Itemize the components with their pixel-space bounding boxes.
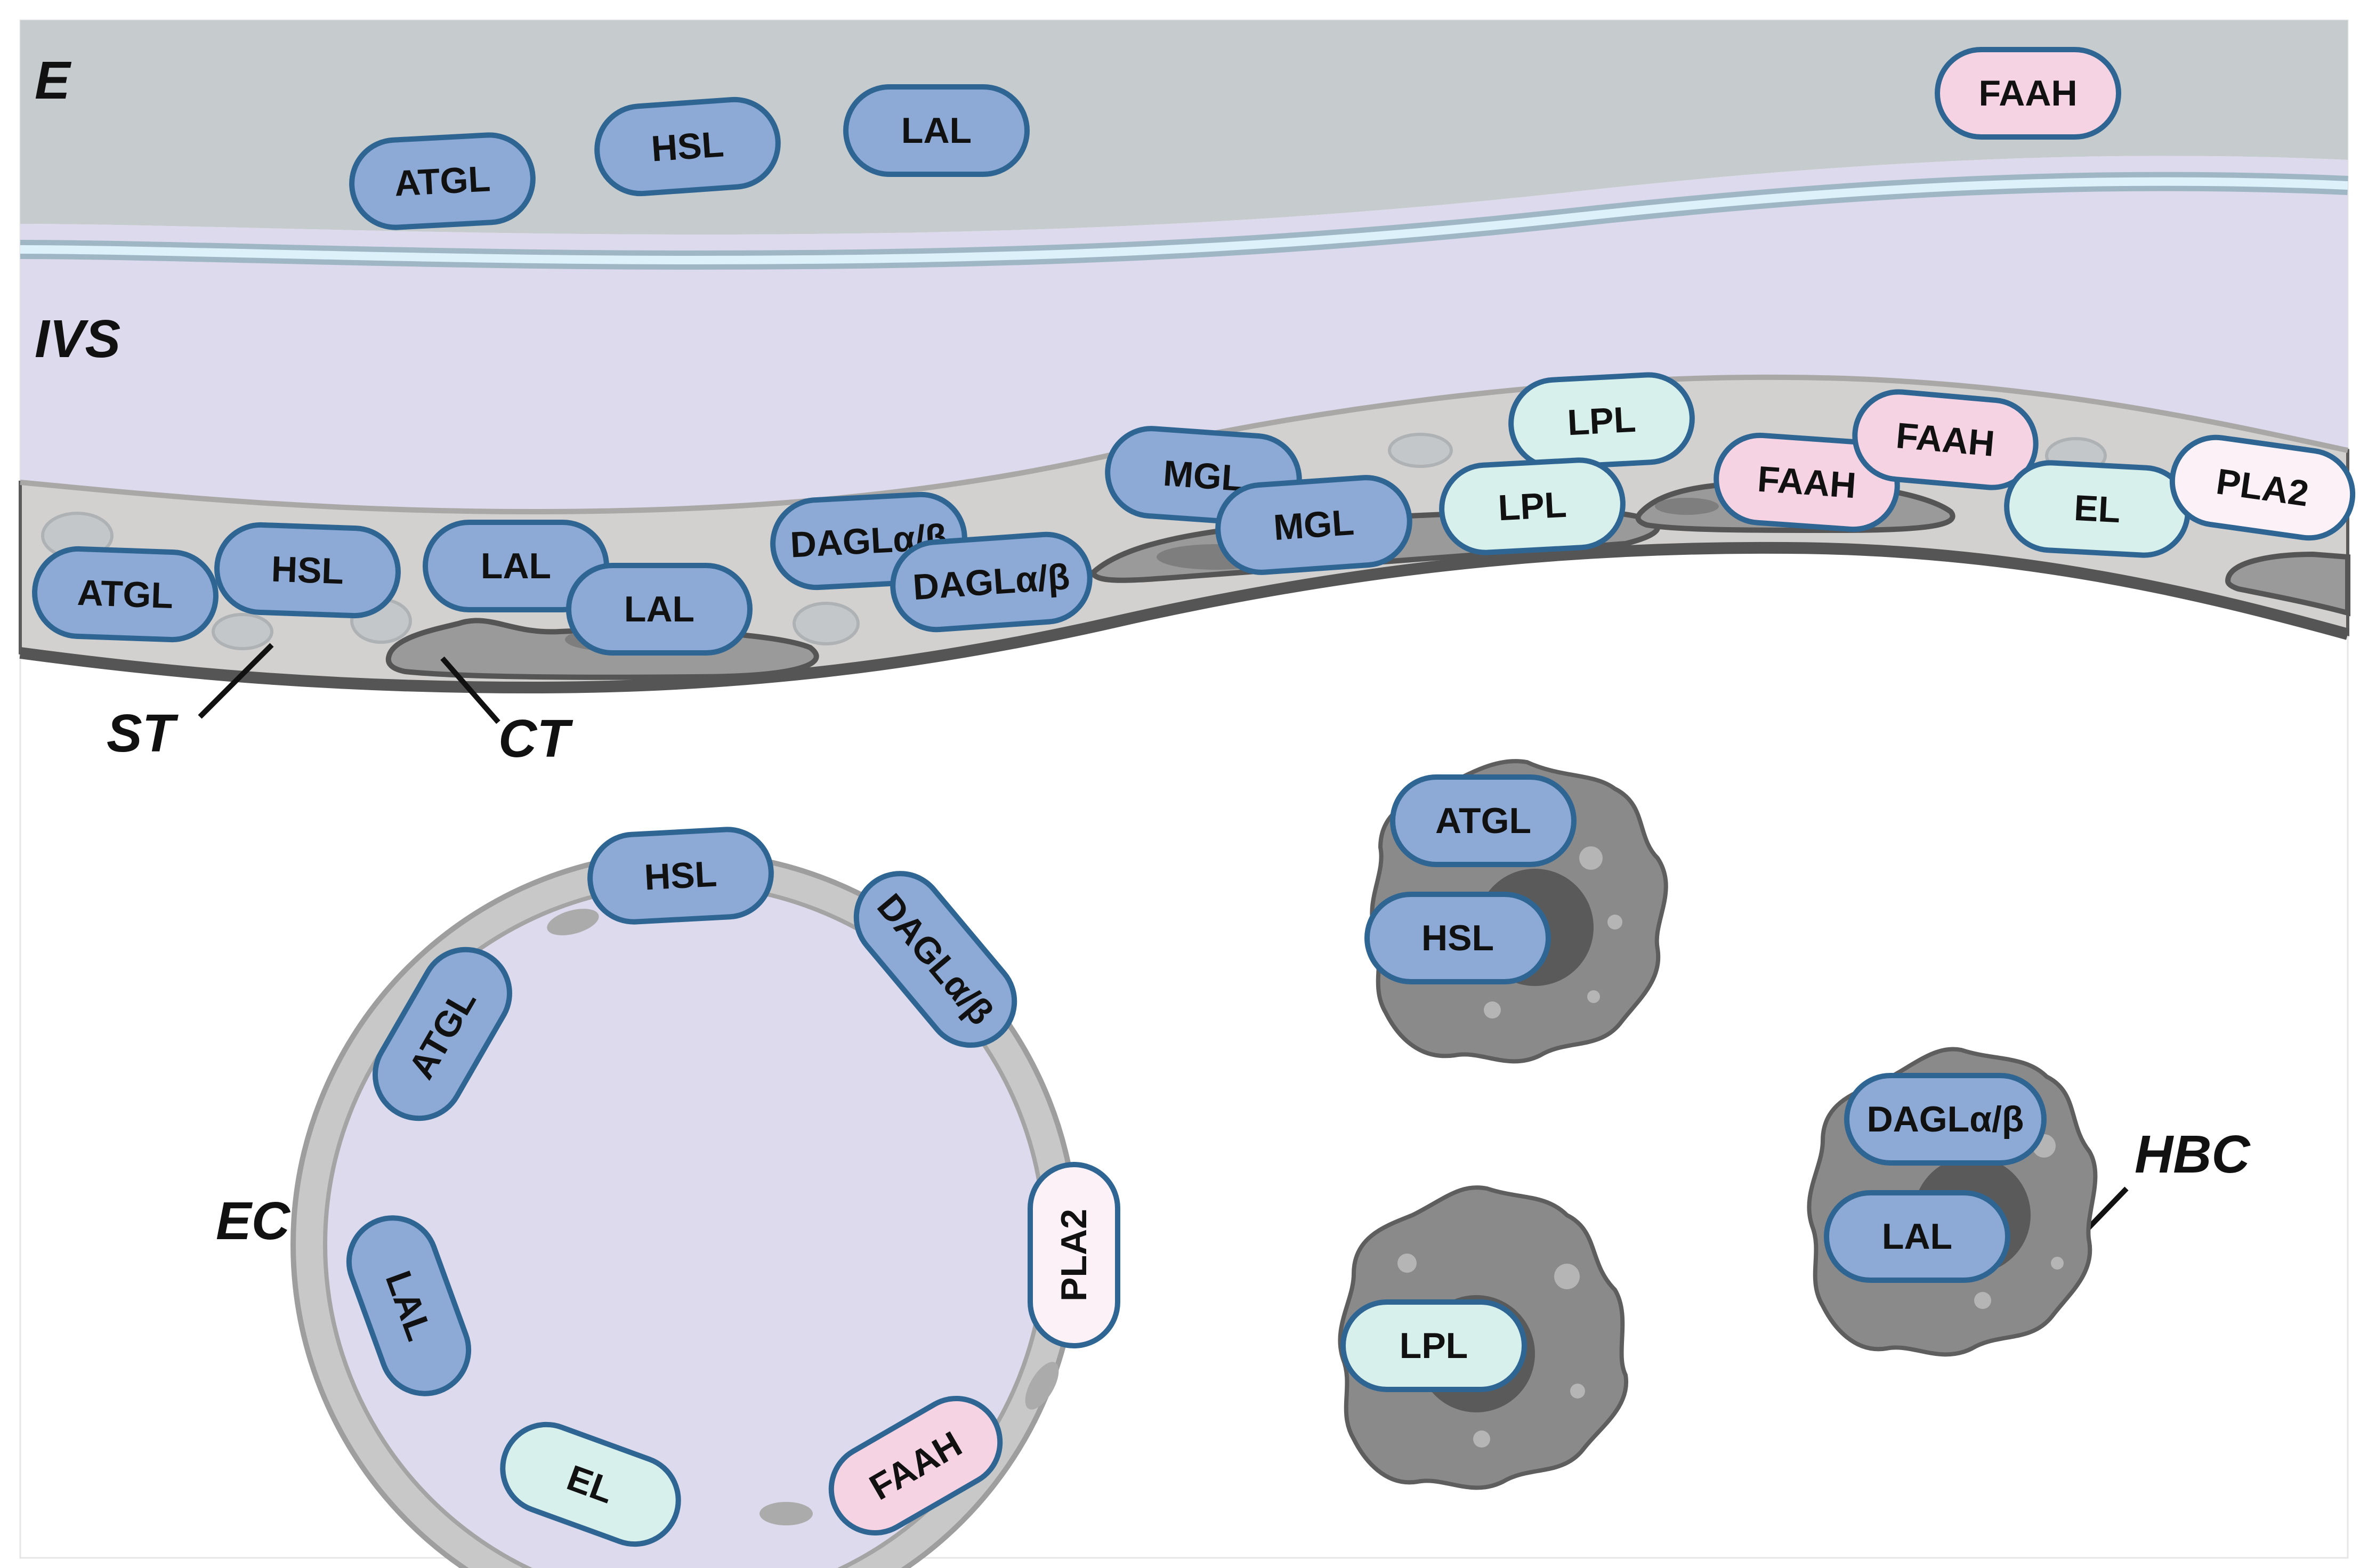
pill-dagl: DAGLα/β	[1844, 1073, 2047, 1166]
pill-lpl: LPL	[1340, 1299, 1527, 1392]
hbc-vacuole	[2051, 1257, 2064, 1270]
svg-text:FAAH: FAAH	[1756, 459, 1857, 506]
hbc-vacuole	[1579, 846, 1603, 870]
svg-text:HSL: HSL	[271, 549, 345, 592]
pill-lal: LAL	[346, 1215, 472, 1396]
basal-edge	[19, 541, 2349, 694]
svg-text:FAAH: FAAH	[1978, 73, 2077, 114]
pill-atgl: ATGL	[32, 546, 219, 643]
label-ct: CT	[498, 709, 573, 769]
pill-atgl: ATGL	[1390, 774, 1577, 867]
ec-nucleus	[759, 1502, 813, 1525]
pill-lal: LAL	[1824, 1190, 2010, 1283]
svg-text:LAL: LAL	[624, 589, 694, 629]
pill-hsl: HSL	[214, 522, 401, 619]
svg-text:ATGL: ATGL	[77, 572, 174, 616]
pill-faah: FAAH	[1852, 389, 2039, 490]
endothelium-layer	[20, 20, 2348, 235]
pill-lpl: LPL	[1508, 372, 1695, 470]
st-vesicle	[1388, 433, 1453, 468]
svg-text:HSL: HSL	[1421, 918, 1494, 958]
endothelial-vessel	[290, 850, 1079, 1568]
pill-hsl: HSL	[587, 827, 774, 925]
ec-nucleus	[1025, 1362, 1059, 1410]
svg-text:LPL: LPL	[1400, 1325, 1468, 1366]
svg-text:LPL: LPL	[1566, 399, 1637, 443]
pill-faah: FAAH	[828, 1396, 1003, 1535]
hbc-vacuole	[1974, 1292, 1991, 1309]
pill-faah: FAAH	[1935, 47, 2121, 140]
svg-text:MGL: MGL	[1162, 453, 1245, 499]
hbc-vacuole	[1484, 1001, 1501, 1019]
membrane-line-inner	[20, 177, 2348, 265]
svg-text:LAL: LAL	[901, 110, 972, 151]
svg-text:EL: EL	[2073, 488, 2122, 530]
st-vesicle	[793, 602, 860, 645]
label-e: E	[35, 51, 72, 110]
intervillous-space	[20, 156, 2348, 512]
label-st: ST	[107, 704, 179, 763]
svg-text:ATGL: ATGL	[1435, 801, 1531, 841]
pill-lpl: LPL	[1439, 457, 1626, 555]
svg-text:ATGL: ATGL	[393, 158, 491, 204]
ct-nucleus	[1655, 498, 1719, 515]
svg-text:FAAH: FAAH	[1894, 415, 1996, 464]
pill-el: EL	[500, 1421, 681, 1547]
label-ec: EC	[216, 1191, 291, 1251]
svg-text:LPL: LPL	[1497, 484, 1567, 529]
pill-lal: LAL	[566, 563, 753, 656]
hbc-vacuole	[1473, 1430, 1490, 1448]
st-vesicle	[212, 613, 273, 650]
svg-text:HSL: HSL	[643, 853, 718, 898]
pill-el: EL	[2004, 460, 2191, 558]
svg-text:DAGLα/β: DAGLα/β	[1867, 1099, 2024, 1139]
pill-mgl: MGL	[1215, 475, 1412, 575]
pill-pla2: PLA2	[1028, 1162, 1120, 1348]
svg-text:LAL: LAL	[481, 546, 551, 586]
svg-text:LAL: LAL	[1882, 1216, 1952, 1257]
hbc-vacuole	[1607, 915, 1622, 930]
leader-st	[198, 643, 274, 719]
hbc-vacuole	[1587, 990, 1600, 1003]
ec-nucleus	[547, 909, 599, 935]
pill-atgl: ATGL	[373, 947, 512, 1121]
pill-hsl: HSL	[594, 96, 781, 197]
cytotrophoblast-cell	[2225, 551, 2350, 617]
pill-pla2: PLA2	[2169, 434, 2356, 541]
svg-text:HSL: HSL	[650, 124, 725, 169]
pill-faah: FAAH	[1714, 432, 1900, 532]
hbc-vacuole	[1570, 1384, 1585, 1399]
svg-text:MGL: MGL	[1272, 502, 1355, 548]
leader-ct	[440, 656, 500, 724]
pill-lal: LAL	[843, 84, 1030, 177]
label-hbc: HBC	[2135, 1125, 2251, 1184]
hbc-vacuole	[1397, 1254, 1417, 1273]
hbc-vacuole	[1554, 1264, 1580, 1289]
pill-atgl: ATGL	[349, 132, 536, 230]
pill-hsl: HSL	[1364, 892, 1551, 984]
svg-text:PLA2: PLA2	[1054, 1209, 1094, 1302]
label-ivs: IVS	[35, 309, 120, 369]
pill-dagl: DAGLα/β	[890, 531, 1093, 633]
